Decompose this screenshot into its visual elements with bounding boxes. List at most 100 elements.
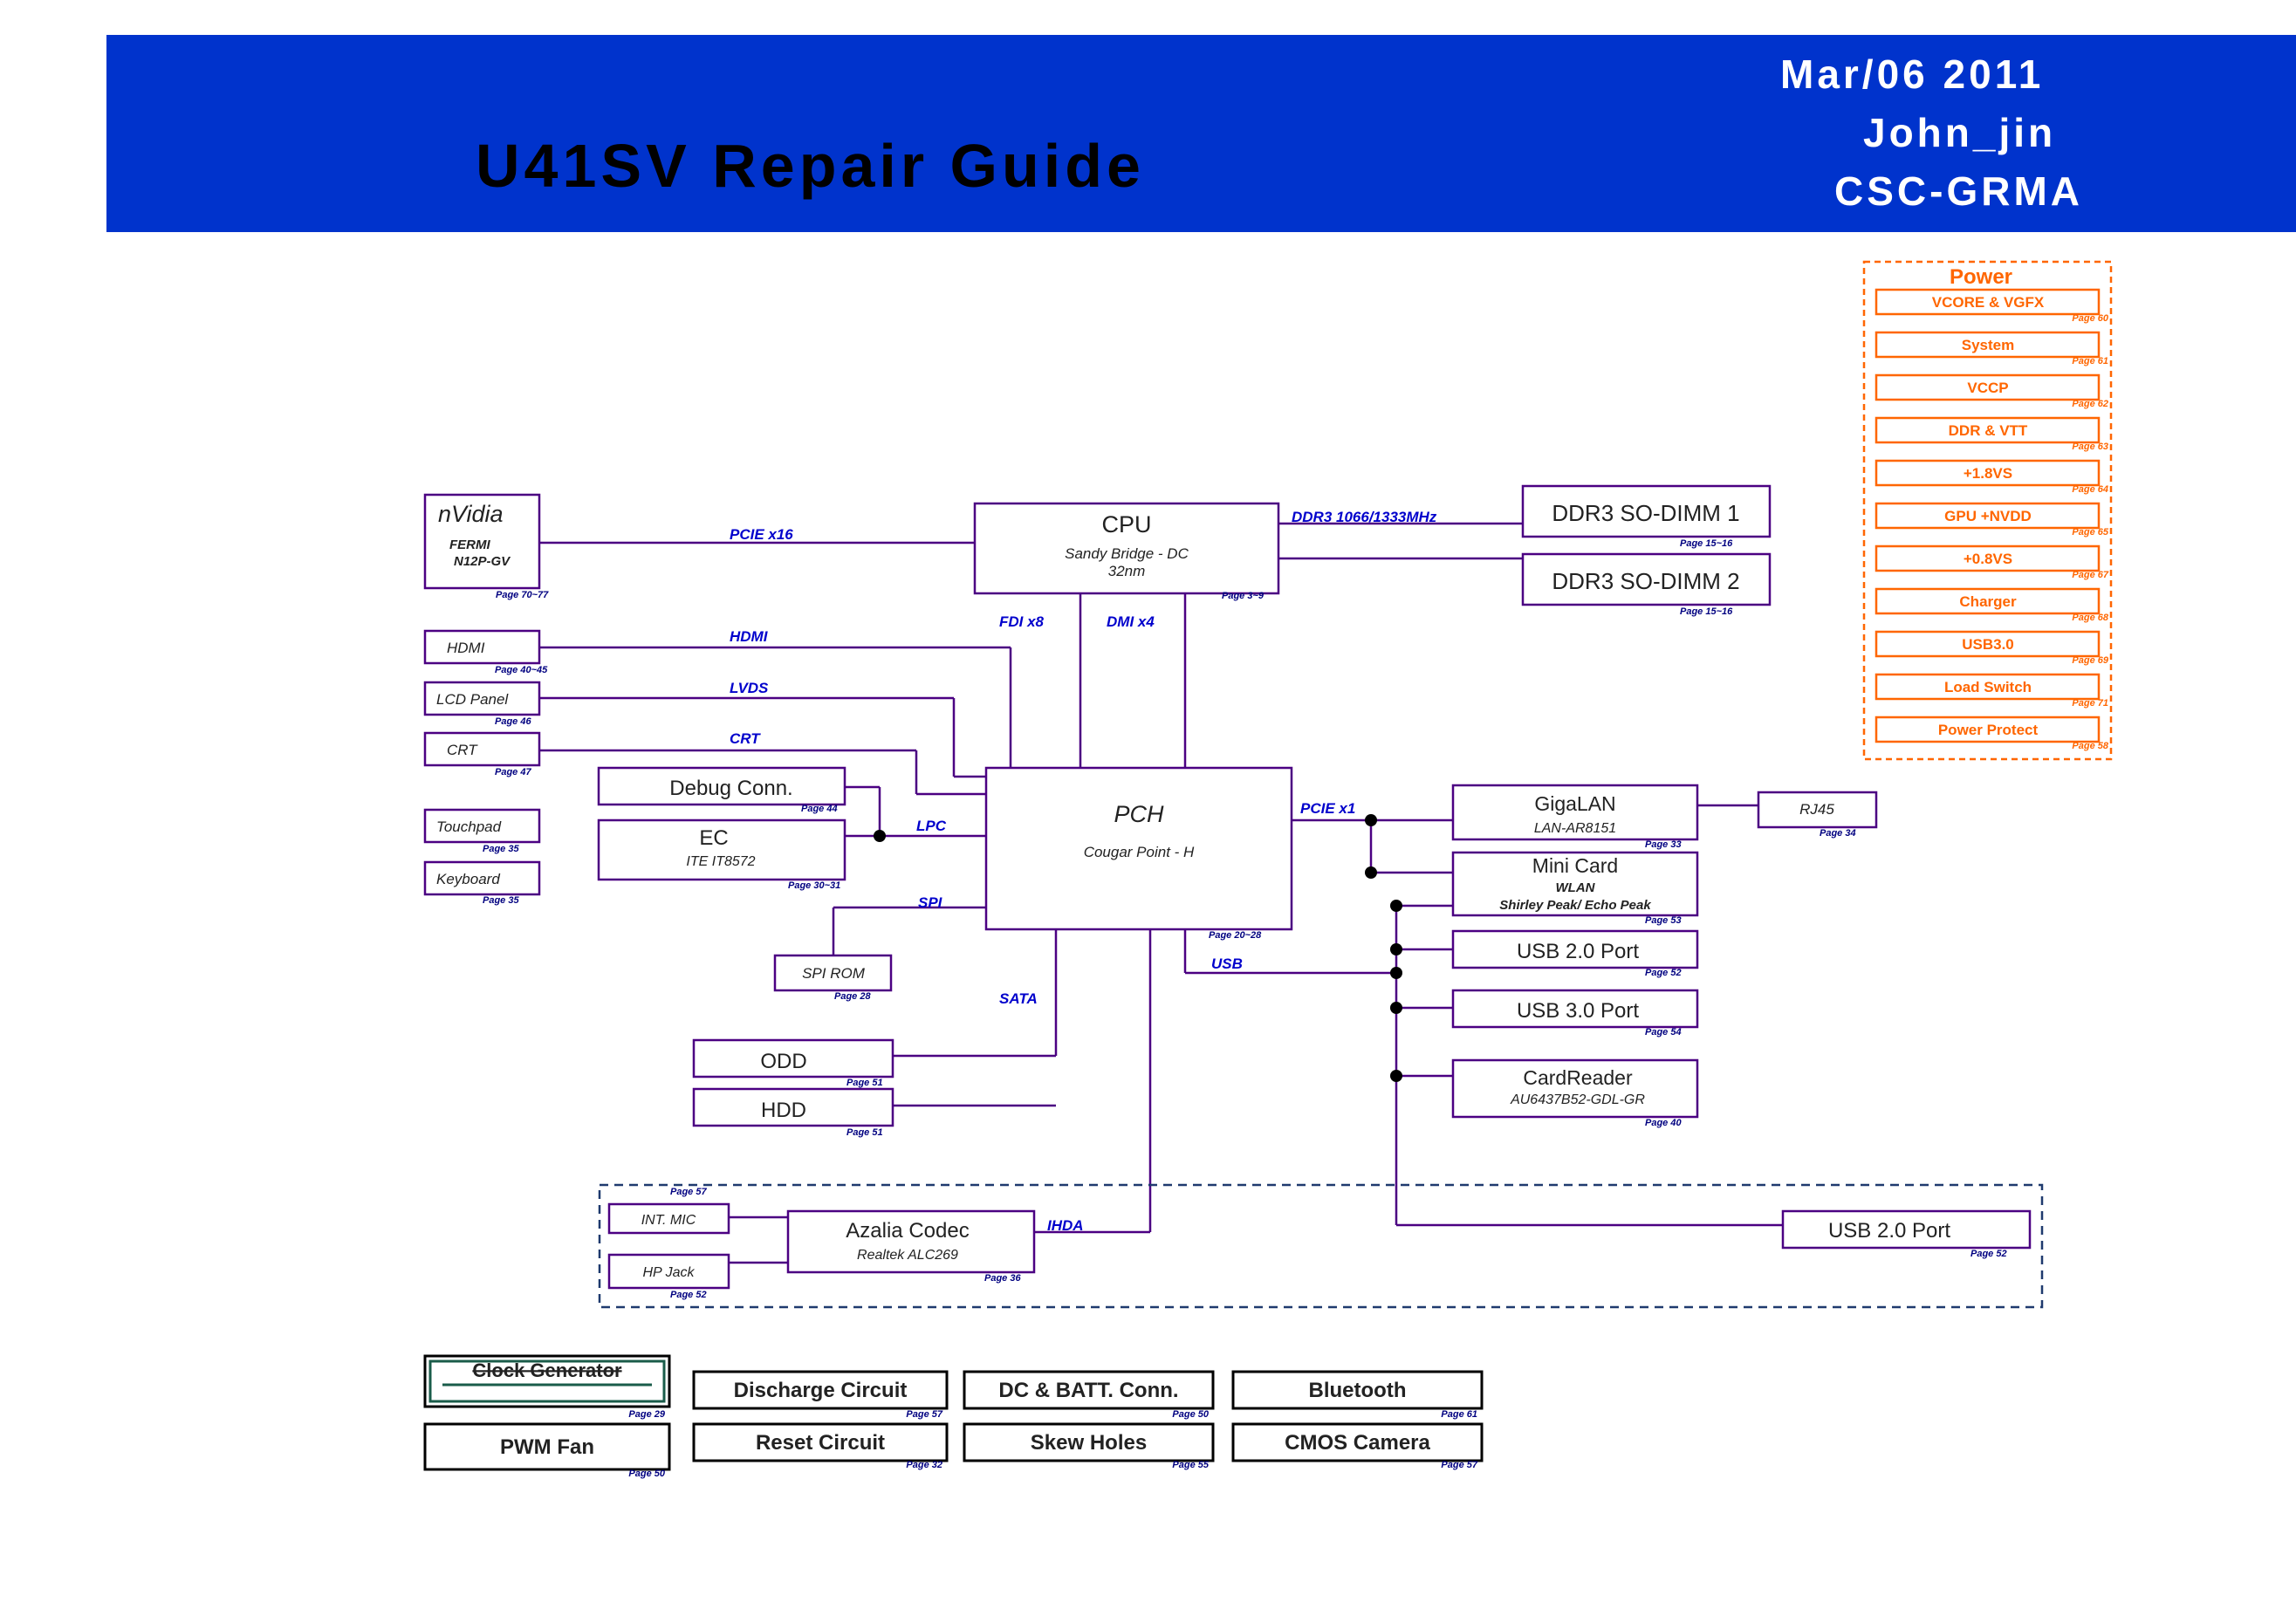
misc-page: Page 57 (906, 1409, 942, 1420)
minicard-page: Page 53 (1645, 915, 1682, 926)
misc-page: Page 29 (628, 1409, 665, 1420)
keyboard-block (423, 860, 541, 896)
power-item-box (1874, 373, 2101, 401)
bus-label-sata: SATA (999, 990, 1038, 1007)
touchpad-block (423, 808, 541, 844)
cpu-line1: Sandy Bridge - DC (1065, 545, 1189, 562)
bus-label-ihda: IHDA (1047, 1217, 1084, 1234)
power-item-box (1874, 544, 2101, 572)
bus-label-pcie16: PCIE x16 (730, 526, 793, 543)
dimm1-title: DDR3 SO-DIMM 1 (1552, 500, 1739, 526)
bus-label-lvds: LVDS (730, 680, 769, 696)
spirom-block (773, 954, 893, 992)
power-item-box (1874, 331, 2101, 359)
codec-page: Page 36 (984, 1273, 1021, 1284)
codec-title: Azalia Codec (846, 1219, 969, 1243)
misc-box-inner (428, 1359, 666, 1403)
minicard-line2: Shirley Peak/ Echo Peak (1499, 898, 1651, 913)
crt-page: Page 47 (495, 767, 531, 777)
power-item-box (1874, 288, 2101, 316)
hdd-page: Page 51 (846, 1127, 883, 1138)
header-banner (106, 35, 2296, 232)
usb20-page: Page 52 (1645, 968, 1682, 978)
power-item-page: Page 60 (2072, 313, 2108, 324)
usb30-block (1451, 989, 1699, 1029)
power-item-label: DDR & VTT (1949, 422, 2028, 439)
bus-labels: PCIE x16 DDR3 1066/1333MHz FDI x8 DMI x4… (730, 509, 1437, 1234)
lcd-page: Page 46 (495, 716, 531, 727)
power-item-page: Page 63 (2072, 442, 2108, 452)
power-item-box (1874, 502, 2101, 530)
ec-page: Page 30~31 (788, 880, 840, 891)
power-item-label: Power Protect (1938, 722, 2039, 738)
power-item-page: Page 58 (2072, 741, 2108, 751)
minicard-title: Mini Card (1532, 854, 1618, 877)
keyboard-page: Page 35 (483, 895, 519, 906)
usb20b-block (1781, 1209, 2032, 1250)
touchpad-title: Touchpad (436, 818, 502, 835)
misc-page: Page 32 (906, 1460, 942, 1470)
misc-box (1231, 1422, 1484, 1462)
misc-label: Bluetooth (1309, 1379, 1407, 1402)
ec-title: EC (699, 826, 728, 850)
ec-line1: ITE IT8572 (686, 854, 755, 869)
bus-label-dmi: DMI x4 (1107, 613, 1155, 630)
misc-label: Discharge Circuit (734, 1379, 908, 1402)
cardreader-line1: AU6437B52-GDL-GR (1510, 1092, 1645, 1107)
power-item-page: Page 67 (2072, 570, 2108, 580)
minicard-line1: WLAN (1556, 880, 1596, 895)
cpu-line2: 32nm (1108, 563, 1146, 579)
minicard-block (1451, 851, 1699, 917)
hpjack-page: Page 52 (670, 1290, 707, 1300)
cpu-page: Page 3~9 (1222, 591, 1265, 601)
misc-box (423, 1354, 671, 1408)
cardreader-block (1451, 1058, 1699, 1119)
rj45-title: RJ45 (1799, 801, 1834, 818)
header-author: John_jin (1863, 110, 2057, 155)
power-item-page: Page 65 (2072, 527, 2108, 538)
nvidia-title: nVidia (438, 501, 504, 527)
hdmi-page: Page 40~45 (495, 665, 548, 675)
misc-box (423, 1422, 671, 1471)
gigalan-page: Page 33 (1645, 839, 1682, 850)
power-item-label: GPU +NVDD (1944, 508, 2032, 524)
intmic-title: INT. MIC (641, 1213, 696, 1228)
dimm1-block (1521, 484, 1772, 538)
pch-title: PCH (1114, 801, 1164, 827)
bus-label-crt: CRT (730, 730, 761, 747)
usb20-title: USB 2.0 Port (1517, 940, 1639, 963)
lcd-title: LCD Panel (436, 691, 509, 708)
power-item-page: Page 61 (2072, 356, 2108, 366)
power-item-page: Page 64 (2072, 484, 2108, 495)
usb20b-title: USB 2.0 Port (1828, 1219, 1950, 1243)
power-item-label: Charger (1959, 593, 2017, 610)
bus-label-hdmi: HDMI (730, 628, 769, 645)
lcd-block (423, 681, 541, 716)
power-panel-border (1862, 260, 2113, 761)
misc-box (963, 1370, 1215, 1410)
cpu-title: CPU (1101, 511, 1151, 538)
intmic-page: Page 57 (670, 1187, 707, 1197)
power-item-page: Page 62 (2072, 399, 2108, 409)
misc-page: Page 50 (1172, 1409, 1209, 1420)
power-item-box (1874, 587, 2101, 615)
touchpad-page: Page 35 (483, 844, 519, 854)
nvidia-line2: N12P-GV (454, 554, 511, 569)
power-item-label: VCCP (1967, 380, 2008, 396)
bus-label-spi: SPI (918, 894, 943, 911)
header-date: Mar/06 2011 (1780, 51, 2045, 97)
debug-title: Debug Conn. (669, 777, 792, 800)
power-item-label: +0.8VS (1964, 551, 2012, 567)
power-item-box (1874, 673, 2101, 701)
cardreader-page: Page 40 (1645, 1118, 1682, 1128)
pch-block (984, 766, 1293, 931)
wires (539, 522, 1783, 1264)
nvidia-line1: FERMI (449, 538, 490, 552)
hdd-block (692, 1087, 894, 1127)
gigalan-title: GigaLAN (1534, 792, 1615, 815)
pch-page: Page 20~28 (1209, 930, 1262, 941)
power-item-label: USB3.0 (1962, 636, 2014, 653)
power-item-label: VCORE & VGFX (1932, 294, 2045, 311)
